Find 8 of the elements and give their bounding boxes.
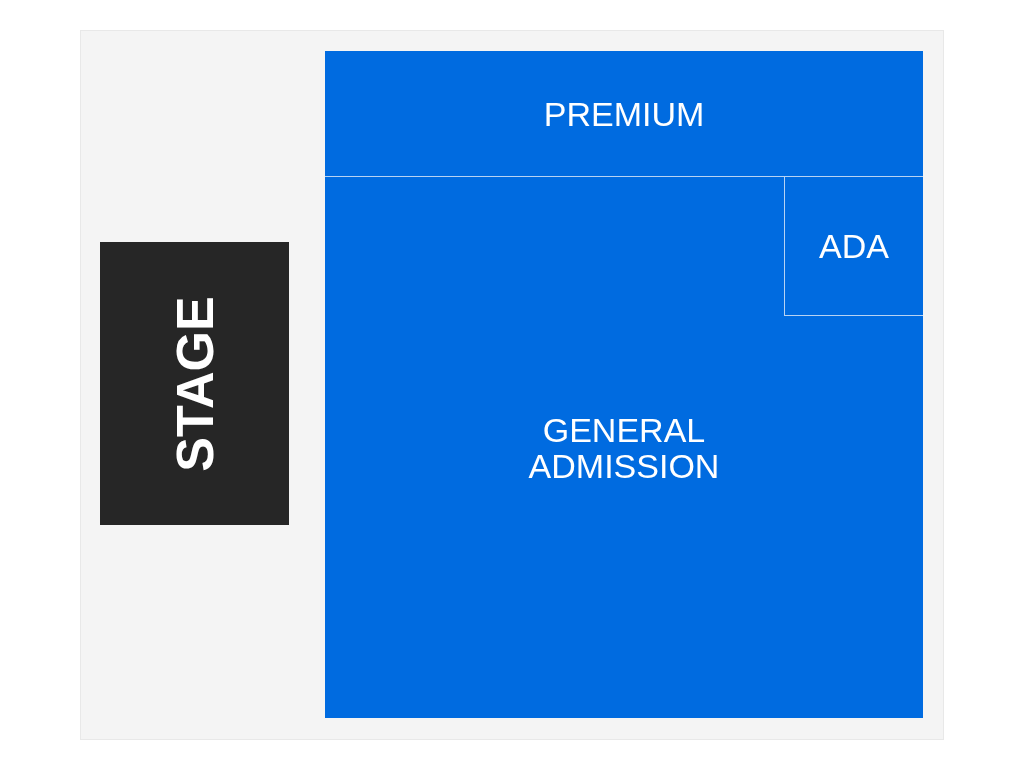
stage-block [100,242,289,525]
stage-label: STAGE [166,295,223,472]
seating-section [325,51,923,176]
section-label: PREMIUM [543,95,705,132]
seating-section [325,176,923,718]
section-label: GENERAL ADMISSION [527,411,721,484]
section-label: ADA [819,228,889,264]
seating-section [784,177,923,316]
